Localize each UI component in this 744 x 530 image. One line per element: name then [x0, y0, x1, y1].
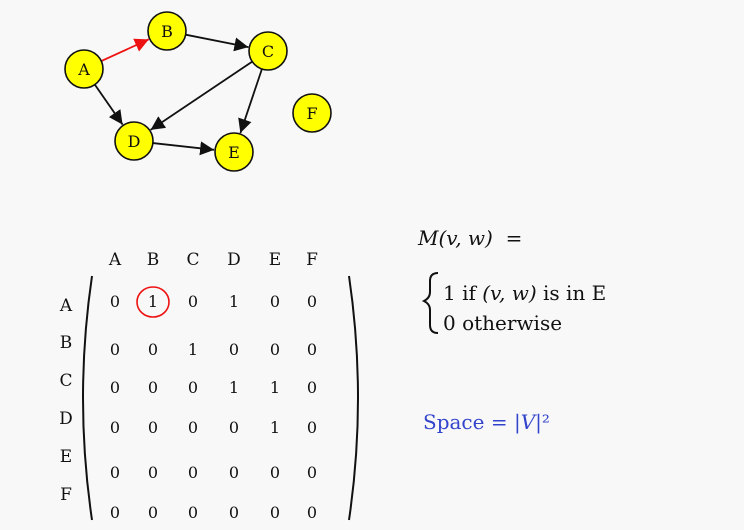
matrix-cell-d-b: 0: [147, 418, 159, 437]
space-complexity: Space = |V|²: [423, 410, 550, 434]
matrix-row-label-e: E: [59, 447, 73, 467]
edge-a-b: [100, 38, 150, 62]
matrix-cell-e-e: 0: [269, 463, 281, 482]
matrix-cell-b-d: 0: [228, 340, 240, 359]
node-label-f: F: [306, 104, 317, 123]
matrix-cell-a-b: 1: [147, 292, 159, 311]
matrix-cell-d-f: 0: [306, 418, 318, 437]
matrix-cell-d-d: 0: [228, 418, 240, 437]
node-e: [214, 132, 254, 172]
matrix-col-label-a: A: [108, 250, 122, 270]
case-edge-condition: is in E: [536, 281, 607, 305]
edge-d-e: [152, 141, 215, 156]
matrix-cell-a-a: 0: [109, 292, 121, 311]
matrix-cell-f-f: 0: [306, 503, 318, 522]
case-edge-value: 1 if: [443, 281, 483, 305]
node-f: [292, 93, 332, 133]
node-b: [147, 11, 187, 51]
edge-a-d: [94, 84, 124, 126]
matrix-cell-d-a: 0: [109, 418, 121, 437]
matrix-args: (v, w): [438, 226, 493, 250]
matrix-cell-f-c: 0: [187, 503, 199, 522]
node-label-c: C: [262, 42, 274, 61]
matrix-cell-e-b: 0: [147, 463, 159, 482]
matrix-row-label-d: D: [59, 409, 73, 429]
matrix-cell-b-f: 0: [306, 340, 318, 359]
node-label-b: B: [161, 22, 173, 41]
equals-sign: =: [505, 226, 523, 250]
matrix-cell-e-a: 0: [109, 463, 121, 482]
cases-brace: [421, 272, 439, 334]
case-otherwise: 0 otherwise: [443, 311, 563, 335]
node-c: [248, 31, 288, 71]
matrix-row-label-f: F: [60, 485, 72, 505]
space-suffix: |²: [535, 410, 550, 434]
space-prefix: Space = |: [423, 410, 521, 434]
matrix-right-paren: [348, 275, 359, 521]
matrix-cell-c-d: 1: [228, 378, 240, 397]
matrix-cell-b-c: 1: [187, 340, 199, 359]
matrix-cell-d-c: 0: [187, 418, 199, 437]
matrix-cell-c-b: 0: [147, 378, 159, 397]
matrix-cell-f-b: 0: [147, 503, 159, 522]
matrix-cell-a-d: 1: [228, 292, 240, 311]
matrix-col-label-b: B: [146, 250, 160, 270]
matrix-row-label-c: C: [59, 371, 73, 391]
matrix-cell-b-a: 0: [109, 340, 121, 359]
matrix-definition-lhs: M(v, w) =: [418, 226, 522, 250]
matrix-cell-f-e: 0: [269, 503, 281, 522]
matrix-cell-b-b: 0: [147, 340, 159, 359]
matrix-left-paren: [82, 275, 93, 521]
matrix-cell-c-a: 0: [109, 378, 121, 397]
matrix-col-label-e: E: [268, 250, 282, 270]
matrix-cell-a-c: 0: [187, 292, 199, 311]
matrix-cell-f-d: 0: [228, 503, 240, 522]
node-d: [114, 121, 154, 161]
node-label-e: E: [228, 143, 240, 162]
node-label-a: A: [77, 60, 90, 79]
space-var: V: [520, 410, 536, 434]
matrix-col-label-f: F: [306, 250, 318, 270]
matrix-cell-b-e: 0: [269, 340, 281, 359]
matrix-cell-c-f: 0: [306, 378, 318, 397]
edge-b-c: [185, 33, 249, 52]
matrix-cell-c-c: 0: [187, 378, 199, 397]
circled-entry-marker: [136, 286, 170, 318]
matrix-cell-e-f: 0: [306, 463, 318, 482]
matrix-symbol: M: [418, 226, 439, 250]
matrix-row-label-b: B: [59, 333, 73, 353]
edge-c-d: [150, 60, 253, 131]
edge-c-e: [238, 68, 263, 134]
matrix-row-label-a: A: [59, 296, 73, 316]
case-edge-args: (v, w): [482, 281, 537, 305]
matrix-cell-e-c: 0: [187, 463, 199, 482]
matrix-cell-f-a: 0: [109, 503, 121, 522]
matrix-cell-a-f: 0: [306, 292, 318, 311]
matrix-col-label-d: D: [227, 250, 241, 270]
matrix-col-label-c: C: [186, 250, 200, 270]
node-label-d: D: [128, 132, 141, 151]
node-a: [64, 49, 104, 89]
matrix-cell-a-e: 0: [269, 292, 281, 311]
matrix-cell-d-e: 1: [269, 418, 281, 437]
case-edge: 1 if (v, w) is in E: [443, 281, 606, 305]
matrix-cell-e-d: 0: [228, 463, 240, 482]
matrix-cell-c-e: 1: [269, 378, 281, 397]
